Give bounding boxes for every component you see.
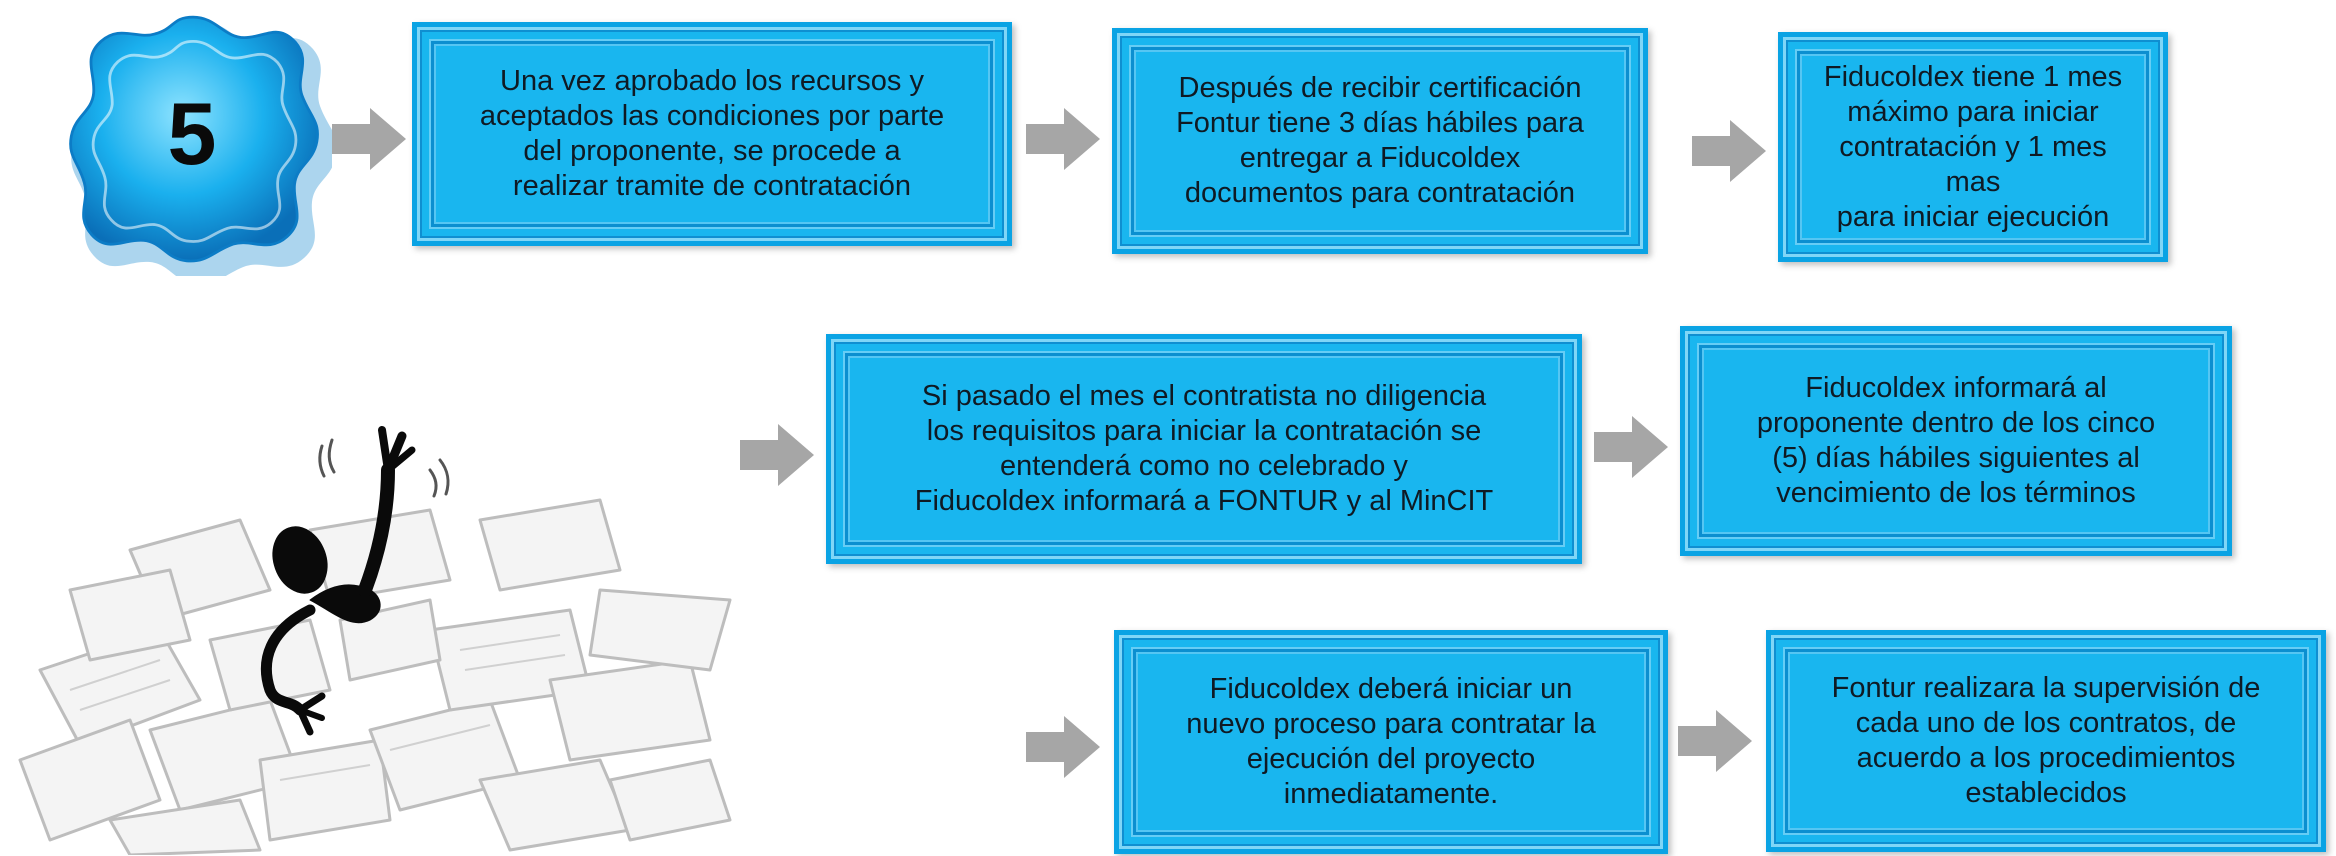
arrow-right-icon	[740, 424, 814, 486]
arrow-right-icon	[332, 108, 406, 170]
step-number: 5	[167, 83, 217, 183]
step-box-contract-deadline: Fiducoldex tiene 1 mes máximo para inici…	[1778, 32, 2168, 262]
arrow-right-icon	[1026, 716, 1100, 778]
arrow-right-icon	[1594, 416, 1668, 478]
arrow-right-icon	[1026, 108, 1100, 170]
step-box-inform-proponent: Fiducoldex informará al proponente dentr…	[1680, 326, 2232, 556]
arrow-right-icon	[1678, 710, 1752, 772]
step-box-text: Fiducoldex tiene 1 mes máximo para inici…	[1823, 60, 2123, 233]
step-box-text: Fontur realizara la supervisión de cada …	[1831, 672, 2261, 809]
step-box-supervision: Fontur realizara la supervisión de cada …	[1766, 630, 2326, 852]
step-box-text: Si pasado el mes el contratista no dilig…	[914, 380, 1494, 517]
step-box-text: Después de recibir certificación Fontur …	[1176, 72, 1584, 209]
step-box-text: Una vez aprobado los recursos y aceptado…	[479, 65, 945, 202]
step-box-not-celebrated: Si pasado el mes el contratista no dilig…	[826, 334, 1582, 564]
arrow-right-icon	[1692, 120, 1766, 182]
step-box-contract-process: Una vez aprobado los recursos y aceptado…	[412, 22, 1012, 246]
step-box-text: Fiducoldex informará al proponente dentr…	[1756, 372, 2156, 509]
step-badge	[69, 15, 332, 276]
step-box-new-process: Fiducoldex deberá iniciar un nuevo proce…	[1114, 630, 1668, 854]
step-box-text: Fiducoldex deberá iniciar un nuevo proce…	[1186, 673, 1596, 810]
step-box-certification: Después de recibir certificación Fontur …	[1112, 28, 1648, 254]
drowning-in-papers-illustration	[18, 426, 732, 855]
